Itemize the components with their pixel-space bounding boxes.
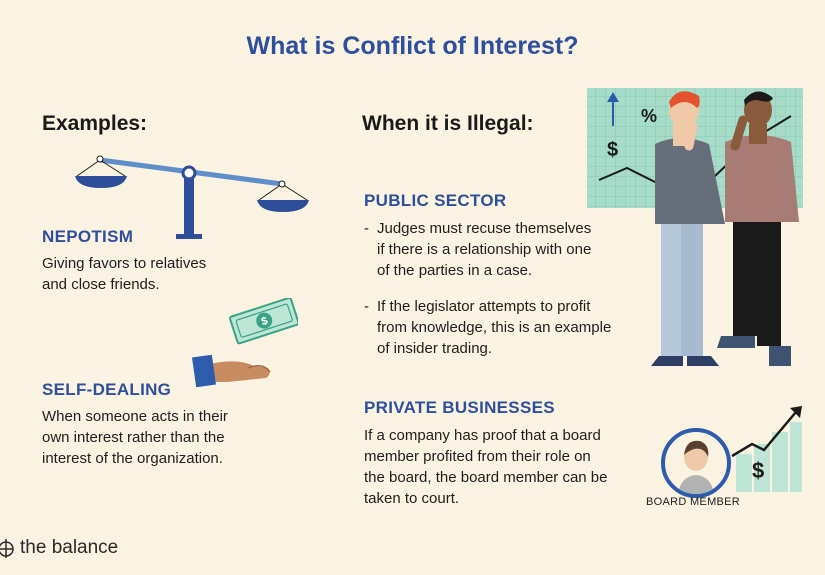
self-dealing-description: When someone acts in their own interest … [42,408,228,467]
illegal-heading: When it is Illegal: [362,112,534,135]
scale-icon [75,155,309,239]
brand-logo: the balance [0,537,118,559]
man-left [651,91,725,366]
growth-dollar-sign: $ [752,458,764,483]
insider-trading-illustration: % $ [587,88,803,366]
balance-logo-icon [0,539,14,558]
chart-percent-sign: % [641,106,657,126]
nepotism-label: NEPOTISM [42,227,134,246]
board-member-avatar [661,428,731,498]
growth-chart-icon: $ [731,406,802,492]
money-hand-icon: $ [192,298,298,388]
page-title: What is Conflict of Interest? [246,32,579,60]
man-right [717,91,799,366]
private-businesses-label: PRIVATE BUSINESSES [364,398,555,417]
public-sector-bullets: - Judges must recuse themselves if there… [364,220,612,357]
nepotism-description: Giving favors to relatives and close fri… [42,255,207,293]
chart-dollar-sign: $ [607,139,618,161]
self-dealing-label: SELF-DEALING [42,380,172,399]
private-businesses-description: If a company has proof that a board memb… [364,427,608,507]
money-dollar-sign: $ [260,315,270,328]
brand-name: the balance [20,537,119,558]
public-sector-label: PUBLIC SECTOR [364,191,507,210]
board-member-label: BOARD MEMBER [646,496,741,508]
examples-heading: Examples: [42,112,148,135]
